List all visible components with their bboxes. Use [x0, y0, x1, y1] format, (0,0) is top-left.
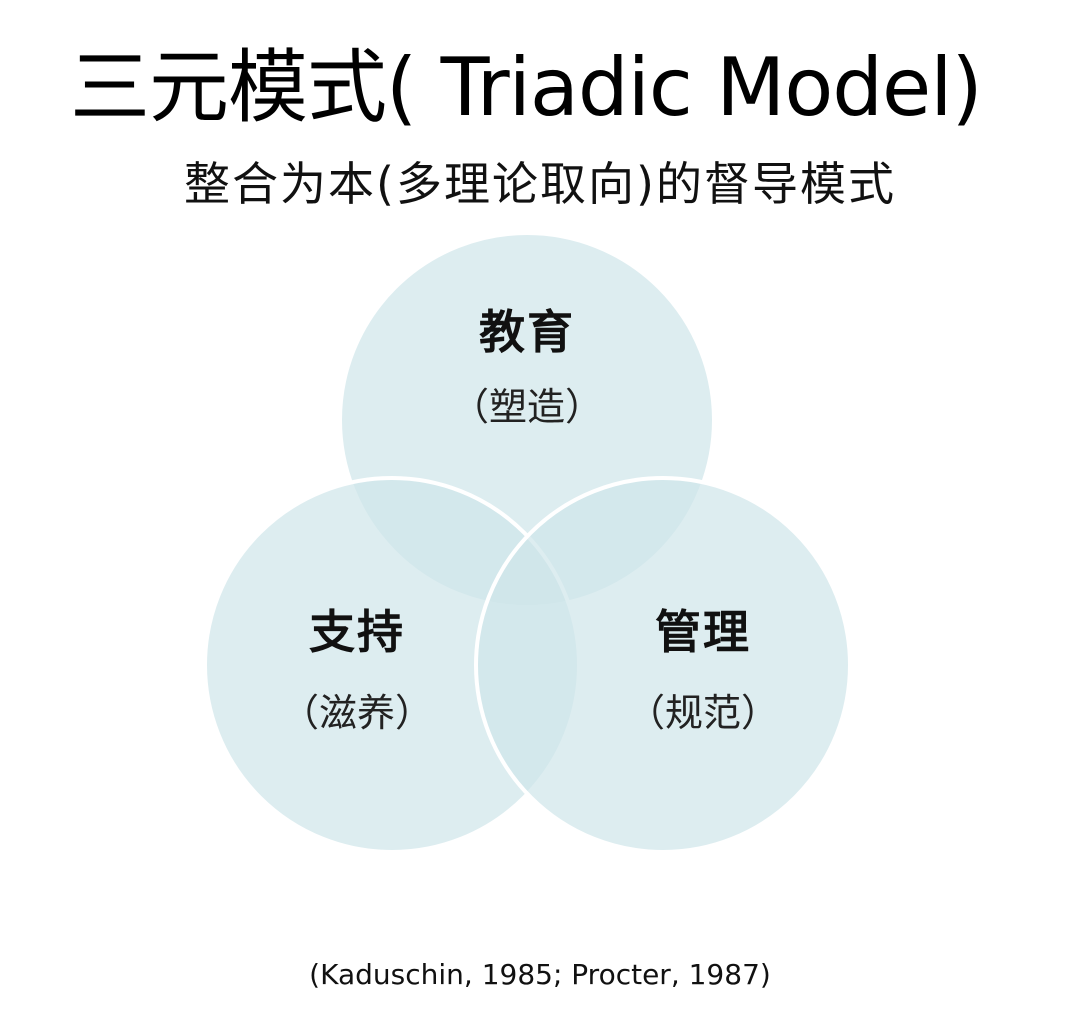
circle-management-sub: （规范） [626, 691, 779, 735]
circle-support-heading: 支持 [309, 605, 405, 659]
circle-education-sub: （塑造） [450, 385, 603, 429]
circle-support-sub: （滋养） [280, 691, 433, 735]
citation-text: (Kaduschin, 1985; Procter, 1987) [309, 958, 771, 991]
circle-management [474, 476, 852, 854]
slide-title: 三元模式( Triadic Model) [70, 41, 983, 134]
circle-management-heading: 管理 [655, 605, 751, 659]
circle-education-heading: 教育 [479, 305, 575, 359]
slide-subtitle: 整合为本(多理论取向)的督导模式 [184, 157, 896, 211]
